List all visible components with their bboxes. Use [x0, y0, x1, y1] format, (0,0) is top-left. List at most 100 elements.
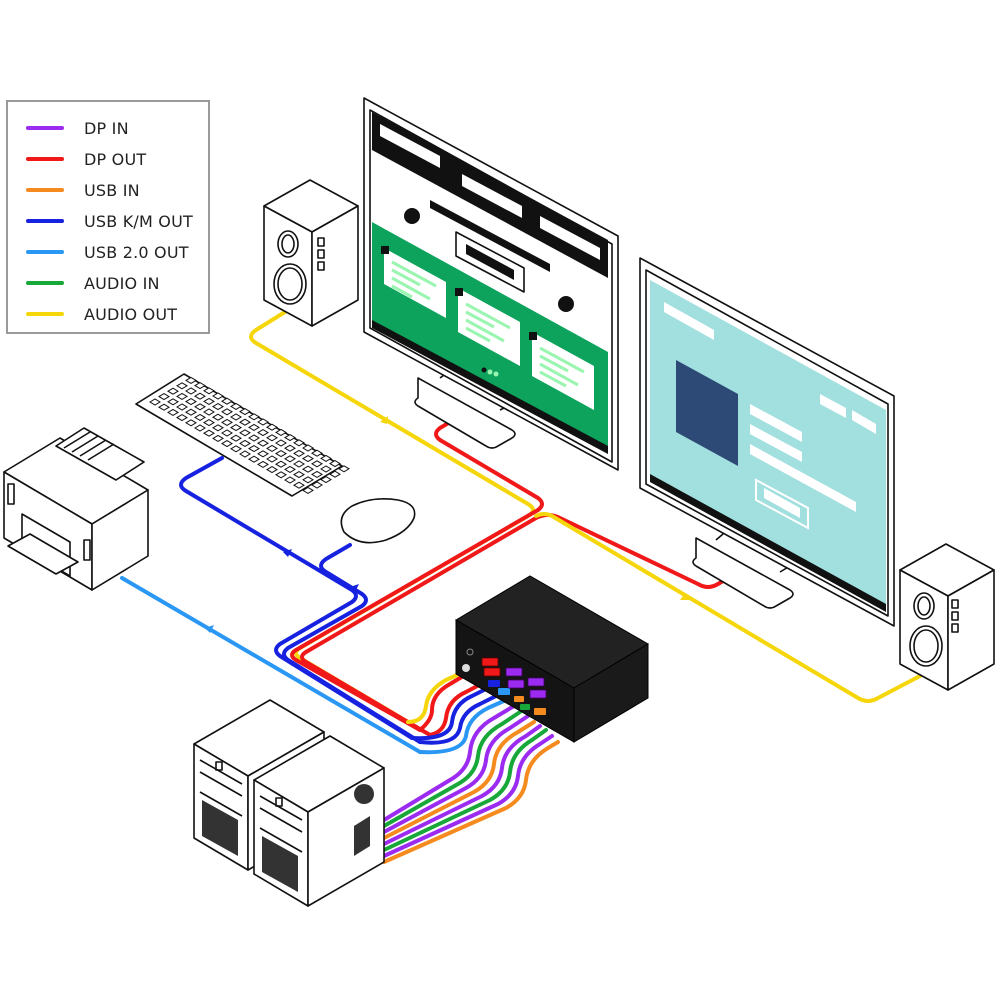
speaker-right — [899, 543, 995, 691]
cable-pc-dp-in-4 — [382, 734, 554, 858]
keyboard-key — [176, 414, 188, 422]
legend-label-usb-km-out: USB K/M OUT — [84, 211, 193, 231]
legend-swatch-dp-in — [26, 126, 64, 130]
keyboard-key — [302, 455, 314, 463]
keyboard-key — [275, 471, 287, 479]
cable-bundle-km-2 — [418, 692, 502, 745]
keyboard-key — [185, 419, 197, 427]
kvm-switch-side — [573, 643, 649, 743]
arrow-km-mouse — [350, 584, 359, 592]
cables — [120, 310, 922, 864]
legend-label-dp-in: DP IN — [84, 118, 129, 138]
keyboard-key — [248, 455, 260, 463]
keyboard-key — [284, 465, 296, 473]
keyboard-key — [311, 470, 323, 478]
cable-audio-out-left-speaker — [249, 310, 535, 724]
keyboard-key — [239, 408, 251, 416]
keyboard-key — [311, 460, 323, 468]
mouse — [340, 498, 416, 544]
keyboard-key — [230, 402, 242, 410]
keyboard-key — [275, 428, 287, 436]
cable-pc-usb-in-1 — [382, 720, 536, 840]
keyboard-key — [203, 429, 215, 437]
keyboard-keys — [149, 376, 350, 494]
keyboard-key — [302, 465, 314, 473]
cable-pc-dp-in-3 — [382, 724, 542, 846]
cable-pc-dp-in-1 — [382, 704, 516, 822]
keyboard-key — [329, 460, 341, 468]
keyboard-key — [248, 413, 260, 421]
legend-swatch-usb-in — [26, 188, 64, 192]
keyboard-key — [284, 476, 296, 484]
cable-bundle-km — [410, 682, 498, 741]
keyboard-key — [239, 418, 251, 426]
keyboard-key — [320, 465, 332, 473]
monitor-left — [363, 97, 619, 471]
legend-swatch-dp-out — [26, 157, 64, 161]
keyboard-key — [230, 434, 242, 442]
cable-bundle-dp-out — [418, 658, 492, 732]
keyboard-key — [293, 481, 305, 489]
cable-pc-audio-in-1 — [382, 710, 522, 828]
keyboard — [135, 373, 350, 497]
keyboard-key — [257, 460, 269, 468]
keyboard-key — [239, 429, 251, 437]
keyboard-key — [185, 398, 197, 406]
cable-bundle-audio — [406, 660, 488, 724]
keyboard-key — [221, 440, 233, 448]
keyboard-key — [176, 403, 188, 411]
keyboard-key — [311, 481, 323, 489]
legend-swatch-usb-km-out — [26, 219, 64, 223]
keyboard-key — [284, 434, 296, 442]
legend-label-audio-out: AUDIO OUT — [84, 304, 178, 324]
keyboard-key — [266, 466, 278, 474]
keyboard-key — [221, 397, 233, 405]
computer-2 — [253, 735, 385, 907]
keyboard-key — [149, 398, 161, 406]
monitor-right-screen — [650, 280, 886, 610]
keyboard-key — [266, 434, 278, 442]
keyboard-key — [284, 444, 296, 452]
keyboard-key — [293, 471, 305, 479]
keyboard-key — [212, 392, 224, 400]
keyboard-key — [176, 382, 188, 390]
arrow-km-keyboard — [283, 549, 292, 557]
keyboard-key — [203, 397, 215, 405]
keyboard-key — [167, 408, 179, 416]
keyboard-key — [320, 476, 332, 484]
keyboard-key — [176, 392, 188, 400]
kvm-switch — [455, 575, 649, 743]
legend-item-usb-in: USB IN — [26, 180, 140, 200]
monitor-right-image-block — [676, 360, 738, 466]
keyboard-key — [212, 413, 224, 421]
legend-item-dp-out: DP OUT — [26, 149, 146, 169]
monitor-left-cards — [381, 246, 594, 410]
arrow-audio-right — [680, 593, 690, 600]
keyboard-key — [248, 434, 260, 442]
keyboard-key — [239, 439, 251, 447]
keyboard-key — [158, 403, 170, 411]
keyboard-key — [293, 460, 305, 468]
keyboard-key — [338, 465, 350, 473]
keyboard-key — [203, 387, 215, 395]
legend-swatch-usb2-out — [26, 250, 64, 254]
keyboard-key — [221, 408, 233, 416]
keyboard-key — [158, 393, 170, 401]
legend: DP IN DP OUT USB IN USB K/M OUT USB 2.0 … — [6, 100, 210, 334]
monitor-right — [639, 257, 895, 627]
keyboard-key — [221, 429, 233, 437]
cable-pc-audio-in-2 — [382, 728, 548, 852]
cable-usb2-printer — [120, 576, 422, 754]
cable-usb-km-keyboard — [179, 456, 414, 740]
keyboard-key — [266, 423, 278, 431]
keyboard-key — [248, 445, 260, 453]
keyboard-key — [167, 398, 179, 406]
keyboard-key — [194, 424, 206, 432]
legend-label-audio-in: AUDIO IN — [84, 273, 160, 293]
keyboard-key — [275, 460, 287, 468]
keyboard-key — [185, 387, 197, 395]
keyboard-key — [284, 455, 296, 463]
keyboard-key — [302, 444, 314, 452]
legend-label-usb-in: USB IN — [84, 180, 140, 200]
keyboard-key — [257, 450, 269, 458]
